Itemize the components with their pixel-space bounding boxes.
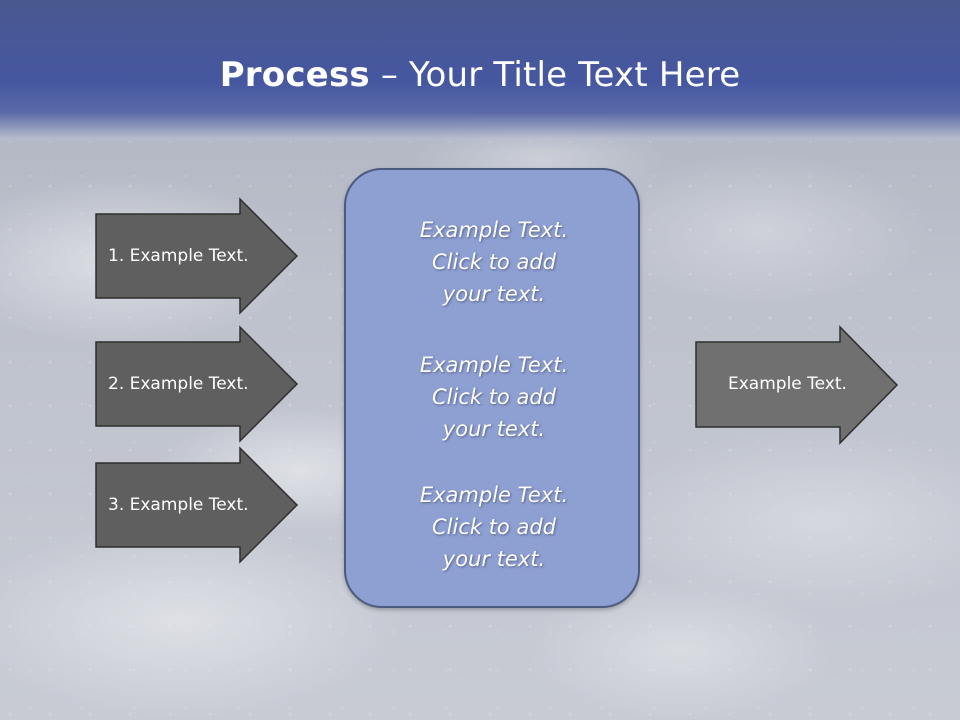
arrow-shape-icon — [95, 446, 299, 564]
step-label-2: 2. Example Text. — [108, 374, 249, 394]
result-label: Example Text. — [728, 374, 847, 394]
step-label-3: 3. Example Text. — [108, 495, 249, 515]
center-text-block-1: Example Text. Click to add your text. — [346, 214, 642, 310]
arrow-shape-icon — [95, 197, 299, 315]
step-label-1: 1. Example Text. — [108, 246, 249, 266]
block-line: Example Text. — [419, 353, 569, 377]
block-line: Example Text. — [419, 483, 569, 507]
title-band — [0, 0, 960, 150]
result-arrow[interactable]: Example Text. — [695, 325, 899, 445]
step-arrow-2[interactable]: 2. Example Text. — [95, 325, 299, 443]
slide-title[interactable]: Process – Your Title Text Here — [0, 50, 960, 100]
block-line: Click to add — [431, 385, 556, 409]
center-text-block-3: Example Text. Click to add your text. — [346, 479, 642, 575]
arrow-shape-icon — [95, 325, 299, 443]
step-arrow-3[interactable]: 3. Example Text. — [95, 446, 299, 564]
center-text-block-2: Example Text. Click to add your text. — [346, 349, 642, 445]
block-line: Click to add — [431, 250, 556, 274]
title-strong: Process — [219, 55, 370, 95]
arrow-shape-icon — [695, 325, 899, 445]
block-line: your text. — [442, 282, 546, 306]
title-rest: – Your Title Text Here — [369, 55, 741, 95]
center-text-box[interactable]: Example Text. Click to add your text. Ex… — [344, 168, 640, 608]
block-line: your text. — [442, 417, 546, 441]
block-line: Click to add — [431, 515, 556, 539]
block-line: Example Text. — [419, 218, 569, 242]
block-line: your text. — [442, 547, 546, 571]
step-arrow-1[interactable]: 1. Example Text. — [95, 197, 299, 315]
